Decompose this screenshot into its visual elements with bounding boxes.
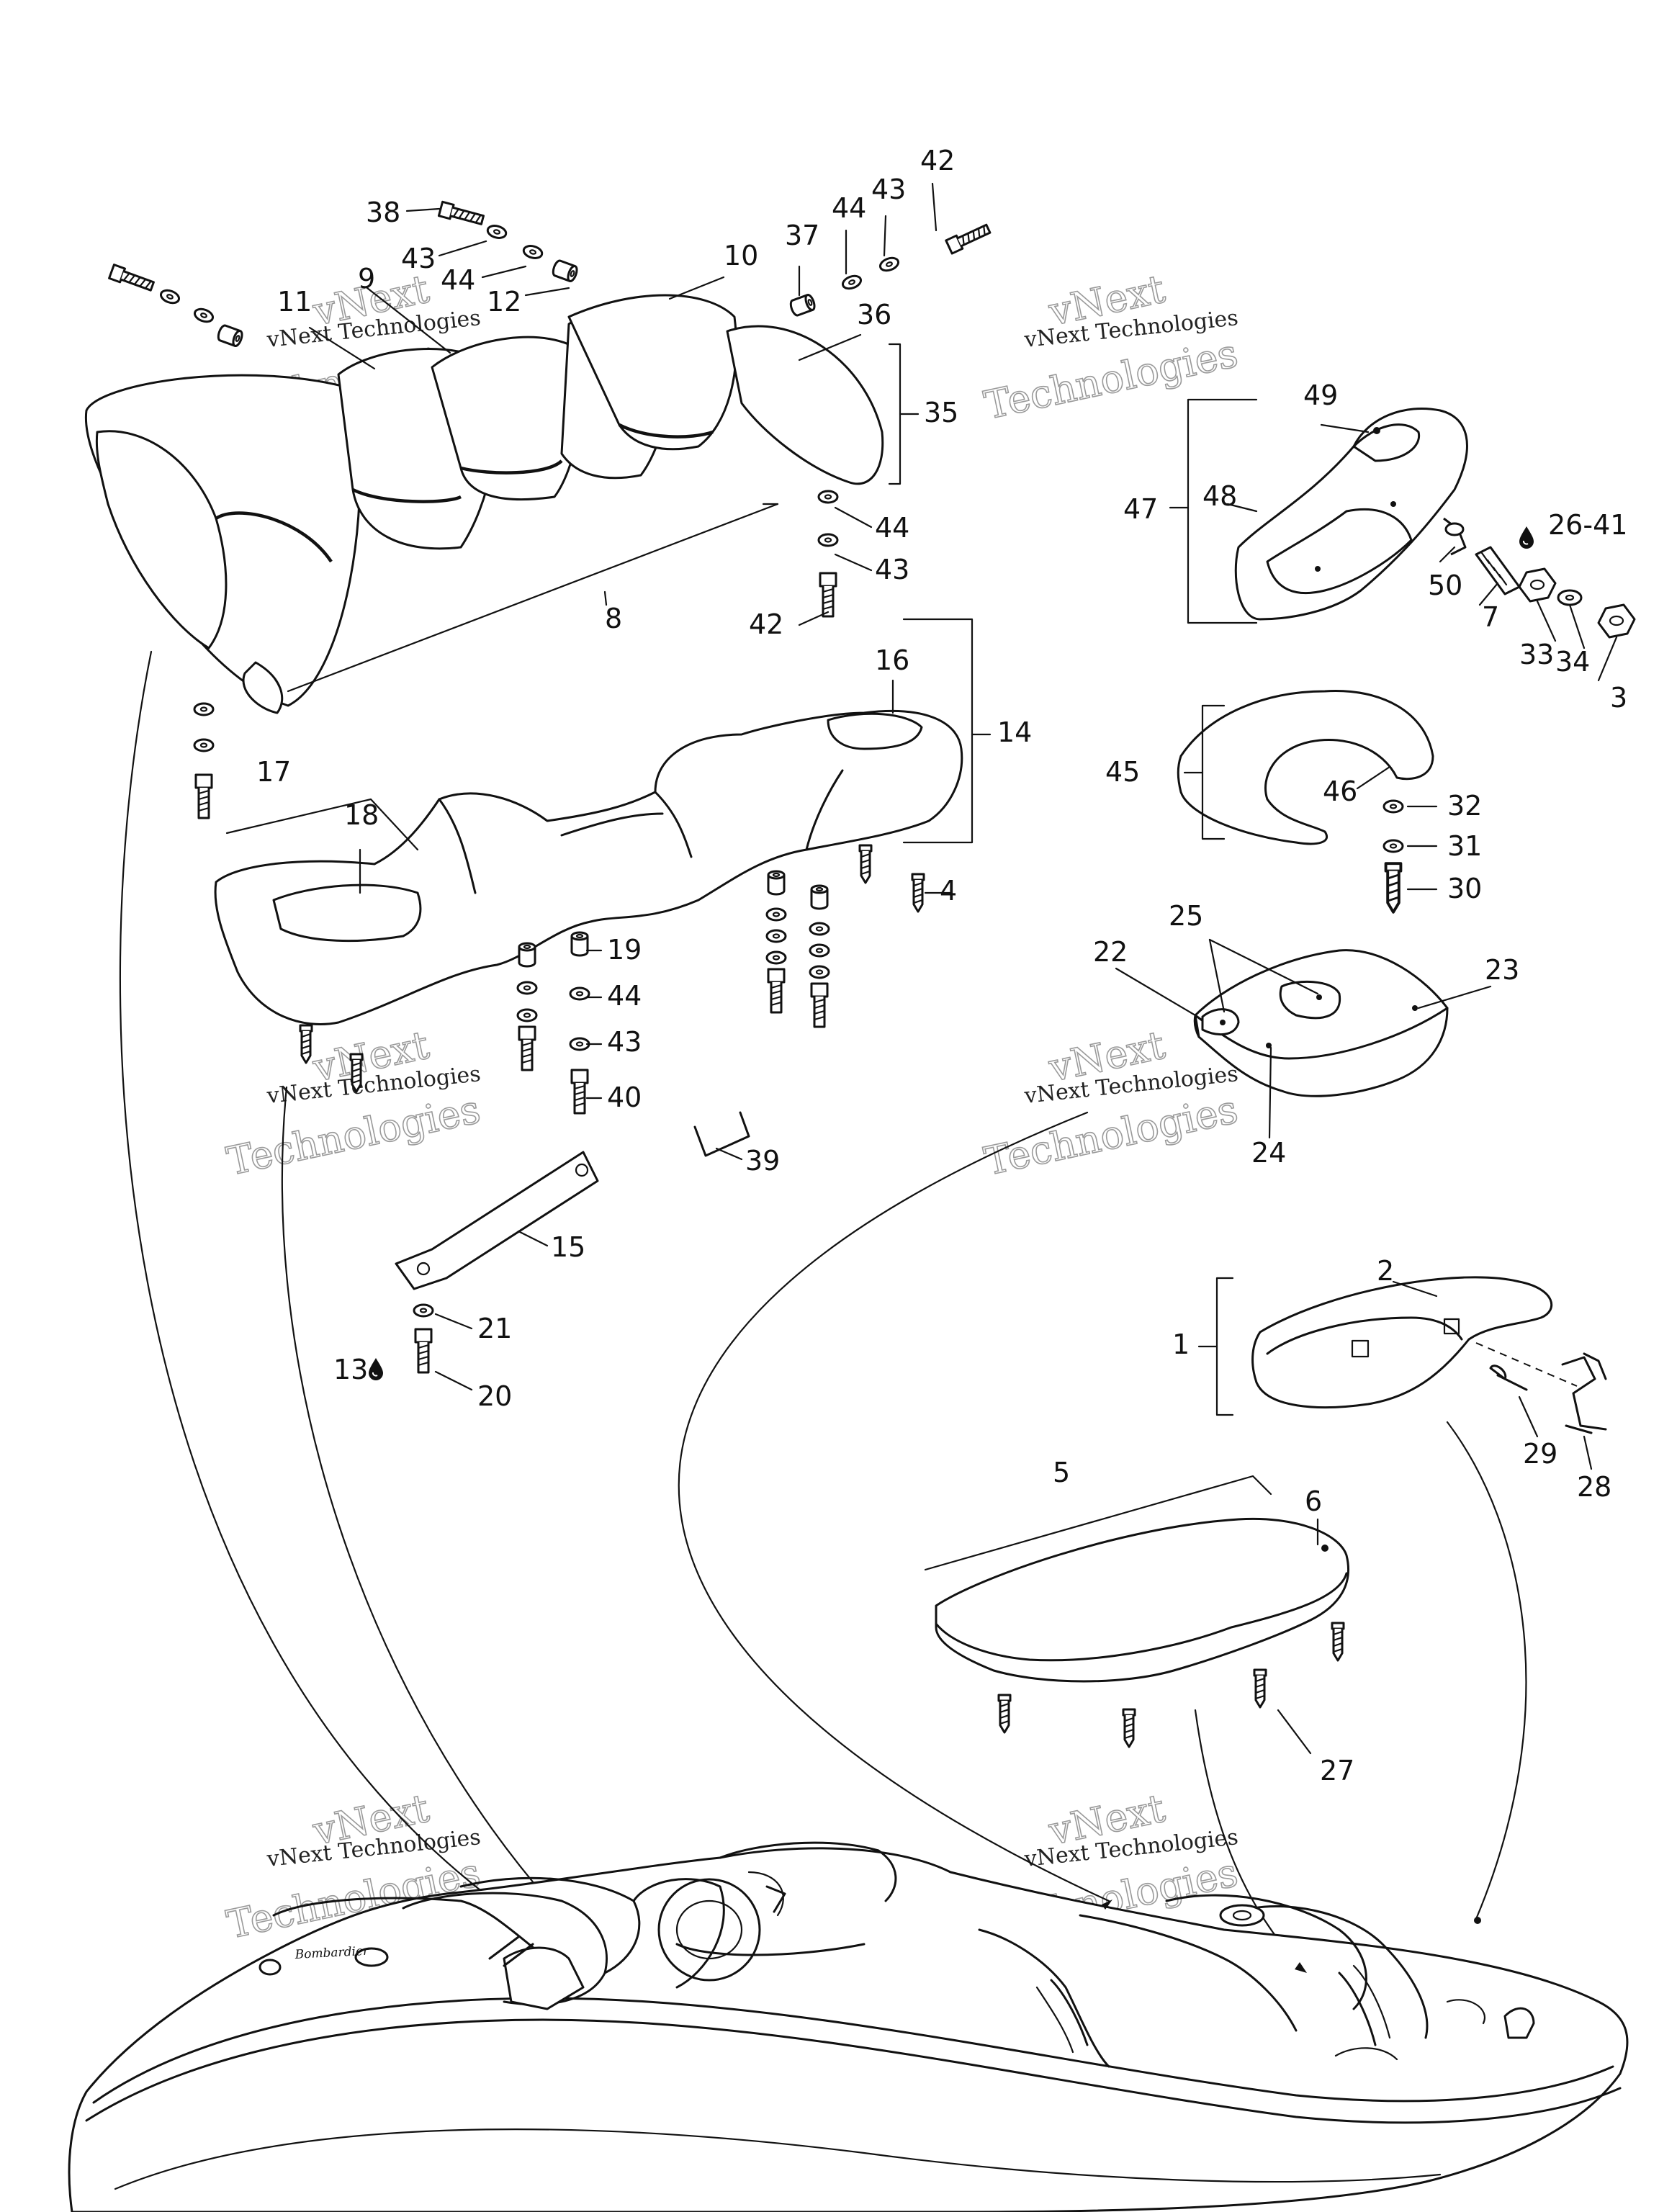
callout-14: 14: [997, 716, 1032, 748]
callout-44: 44: [875, 512, 909, 544]
callout-43: 43: [875, 554, 909, 585]
callout-43: 43: [871, 174, 906, 205]
callout-42: 42: [749, 608, 783, 640]
callout-21: 21: [477, 1313, 512, 1344]
callout-48: 48: [1202, 480, 1237, 512]
rear-backrest-pad: [1197, 1276, 1607, 1434]
callout-13: 13: [333, 1354, 368, 1385]
watermark-4: vNext Technologies vNext Technologies: [980, 1022, 1242, 1185]
callout-6: 6: [1305, 1485, 1322, 1517]
watermark-text: Technologies: [981, 331, 1242, 428]
backrest-assembly: [1169, 398, 1636, 639]
callout-26-41: 26-41: [1548, 509, 1627, 541]
callout-33: 33: [1519, 639, 1554, 670]
callout-10: 10: [724, 240, 758, 271]
callout-11: 11: [277, 286, 312, 318]
callout-36: 36: [857, 299, 891, 331]
callout-24: 24: [1251, 1137, 1286, 1169]
callout-35: 35: [924, 397, 958, 428]
callout-43: 43: [401, 243, 436, 274]
rear-seat-assembly: [214, 618, 992, 1025]
callout-18: 18: [344, 799, 379, 831]
callout-12: 12: [487, 286, 521, 318]
callout-32: 32: [1447, 790, 1482, 822]
callout-25: 25: [1169, 900, 1203, 932]
callout-44: 44: [832, 192, 866, 224]
callout-28: 28: [1577, 1471, 1611, 1503]
callout-43: 43: [607, 1026, 642, 1058]
callout-4: 4: [940, 875, 957, 907]
watermark-text: Technologies: [223, 1087, 485, 1184]
seat-strap: [368, 1151, 599, 1381]
watermark-2: vNext Technologies vNext Technologies: [980, 266, 1242, 429]
callout-34: 34: [1555, 646, 1590, 678]
callout-7: 7: [1482, 601, 1499, 633]
callout-42: 42: [920, 145, 955, 176]
callout-16: 16: [875, 644, 909, 676]
callout-50: 50: [1428, 570, 1462, 601]
grab-handle-assembly: [1177, 690, 1434, 914]
watermark-text: Technologies: [981, 1087, 1242, 1184]
callout-15: 15: [551, 1231, 585, 1263]
watermark-3: vNext Technologies vNext Technologies: [222, 1022, 485, 1185]
rear-seat-hardware: [299, 844, 925, 1157]
leader-lines: [308, 182, 1618, 1755]
callout-27: 27: [1320, 1755, 1354, 1786]
callout-46: 46: [1323, 775, 1357, 807]
callout-45: 45: [1105, 756, 1140, 788]
callout-3: 3: [1610, 682, 1627, 714]
assembly-leader-curves: [119, 650, 1527, 1971]
callout-44: 44: [441, 264, 475, 296]
callout-5: 5: [1053, 1457, 1070, 1488]
callout-22: 22: [1093, 936, 1128, 968]
callout-44: 44: [607, 980, 642, 1012]
storage-cover: [1193, 949, 1449, 1097]
callout-19: 19: [607, 934, 642, 966]
callout-31: 31: [1447, 830, 1482, 862]
callout-38: 38: [366, 197, 400, 228]
callout-9: 9: [358, 263, 375, 295]
callout-20: 20: [477, 1380, 512, 1412]
callout-23: 23: [1485, 954, 1519, 986]
callout-30: 30: [1447, 873, 1482, 904]
callout-37: 37: [785, 220, 819, 251]
callout-40: 40: [607, 1082, 642, 1113]
seat-base-pad: [924, 1475, 1350, 1748]
callout-labels: 38 43 44 12 9 11 10 37 44 43 42 36 35 44…: [256, 145, 1627, 1786]
callout-49: 49: [1303, 379, 1338, 411]
front-seat-assembly: [84, 294, 920, 714]
callout-47: 47: [1123, 493, 1158, 525]
callout-8: 8: [605, 603, 622, 634]
callout-29: 29: [1523, 1438, 1557, 1470]
callout-1: 1: [1172, 1328, 1190, 1360]
callout-17: 17: [256, 756, 291, 788]
boat-hull: Bombardier: [68, 1841, 1629, 2212]
callout-2: 2: [1377, 1255, 1394, 1287]
callout-39: 39: [745, 1145, 780, 1177]
